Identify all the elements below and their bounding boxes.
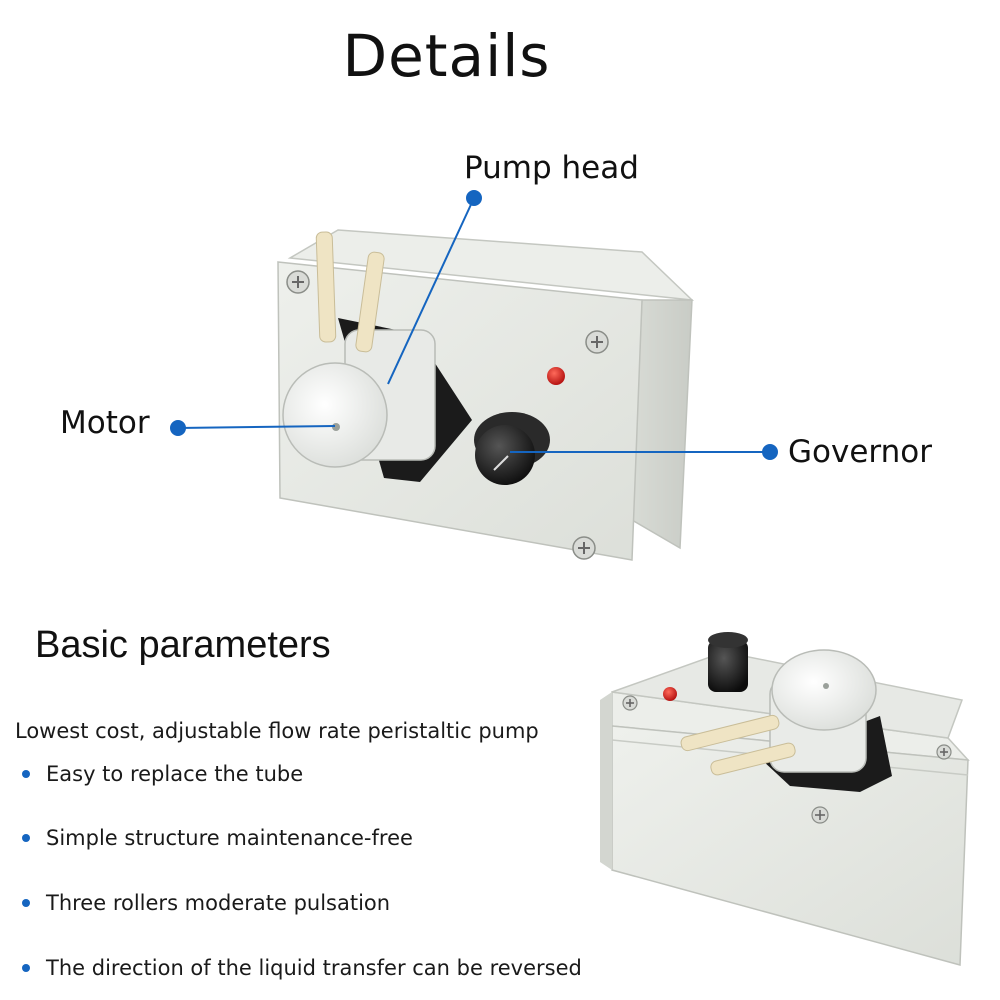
section-heading: Basic parameters bbox=[35, 624, 331, 666]
list-item: Three rollers moderate pulsation bbox=[22, 891, 390, 915]
intro-text: Lowest cost, adjustable flow rate perist… bbox=[15, 719, 539, 743]
list-item: The direction of the liquid transfer can… bbox=[22, 956, 582, 980]
bullet-dot-icon bbox=[22, 899, 30, 907]
list-item: Simple structure maintenance-free bbox=[22, 826, 413, 850]
list-item-text: Simple structure maintenance-free bbox=[46, 826, 413, 850]
bullet-dot-icon bbox=[22, 770, 30, 778]
callout-pump-head: Pump head bbox=[464, 150, 639, 186]
list-item-text: Three rollers moderate pulsation bbox=[46, 891, 391, 915]
bullet-dot-icon bbox=[22, 964, 30, 972]
callout-lines bbox=[170, 190, 778, 460]
callout-motor: Motor bbox=[60, 405, 150, 441]
top-pump-enclosure bbox=[277, 229, 695, 561]
governor-knob bbox=[475, 425, 535, 485]
led-indicator bbox=[547, 367, 565, 385]
list-item-text: Easy to replace the tube bbox=[46, 762, 304, 786]
callout-governor: Governor bbox=[788, 434, 932, 470]
page-title: Details bbox=[342, 22, 551, 90]
list-item-text: The direction of the liquid transfer can… bbox=[46, 956, 582, 980]
bullet-dot-icon bbox=[22, 834, 30, 842]
list-item: Easy to replace the tube bbox=[22, 762, 303, 786]
bottom-pump-enclosure bbox=[600, 632, 970, 966]
